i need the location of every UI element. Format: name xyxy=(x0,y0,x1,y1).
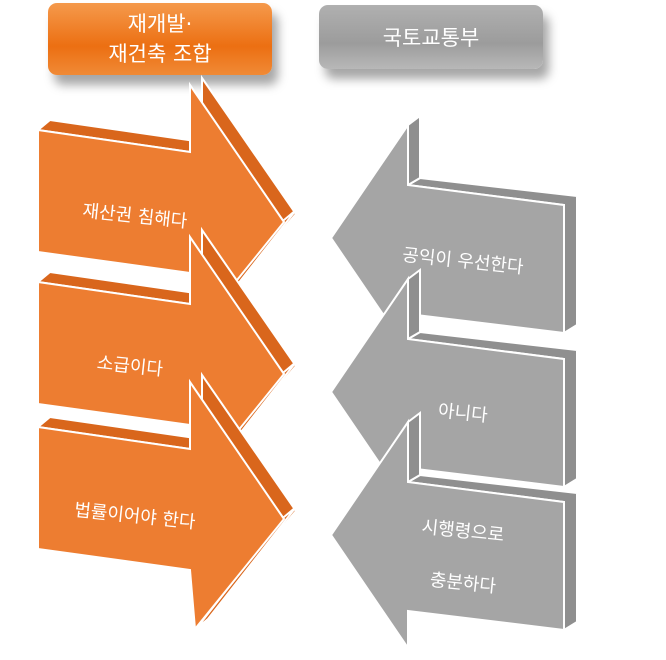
header-right-label: 국토교통부 xyxy=(382,26,480,50)
header-left-line2: 재건축 조합 xyxy=(108,42,212,66)
right-arrow-2-label: 아니다 xyxy=(437,400,489,426)
gray-arrow-1 xyxy=(330,115,578,352)
header-redevelopment-union: 재개발· 재건축 조합 xyxy=(48,3,272,75)
header-left-line1: 재개발· xyxy=(127,12,193,36)
header-ministry: 국토교통부 xyxy=(319,5,543,69)
